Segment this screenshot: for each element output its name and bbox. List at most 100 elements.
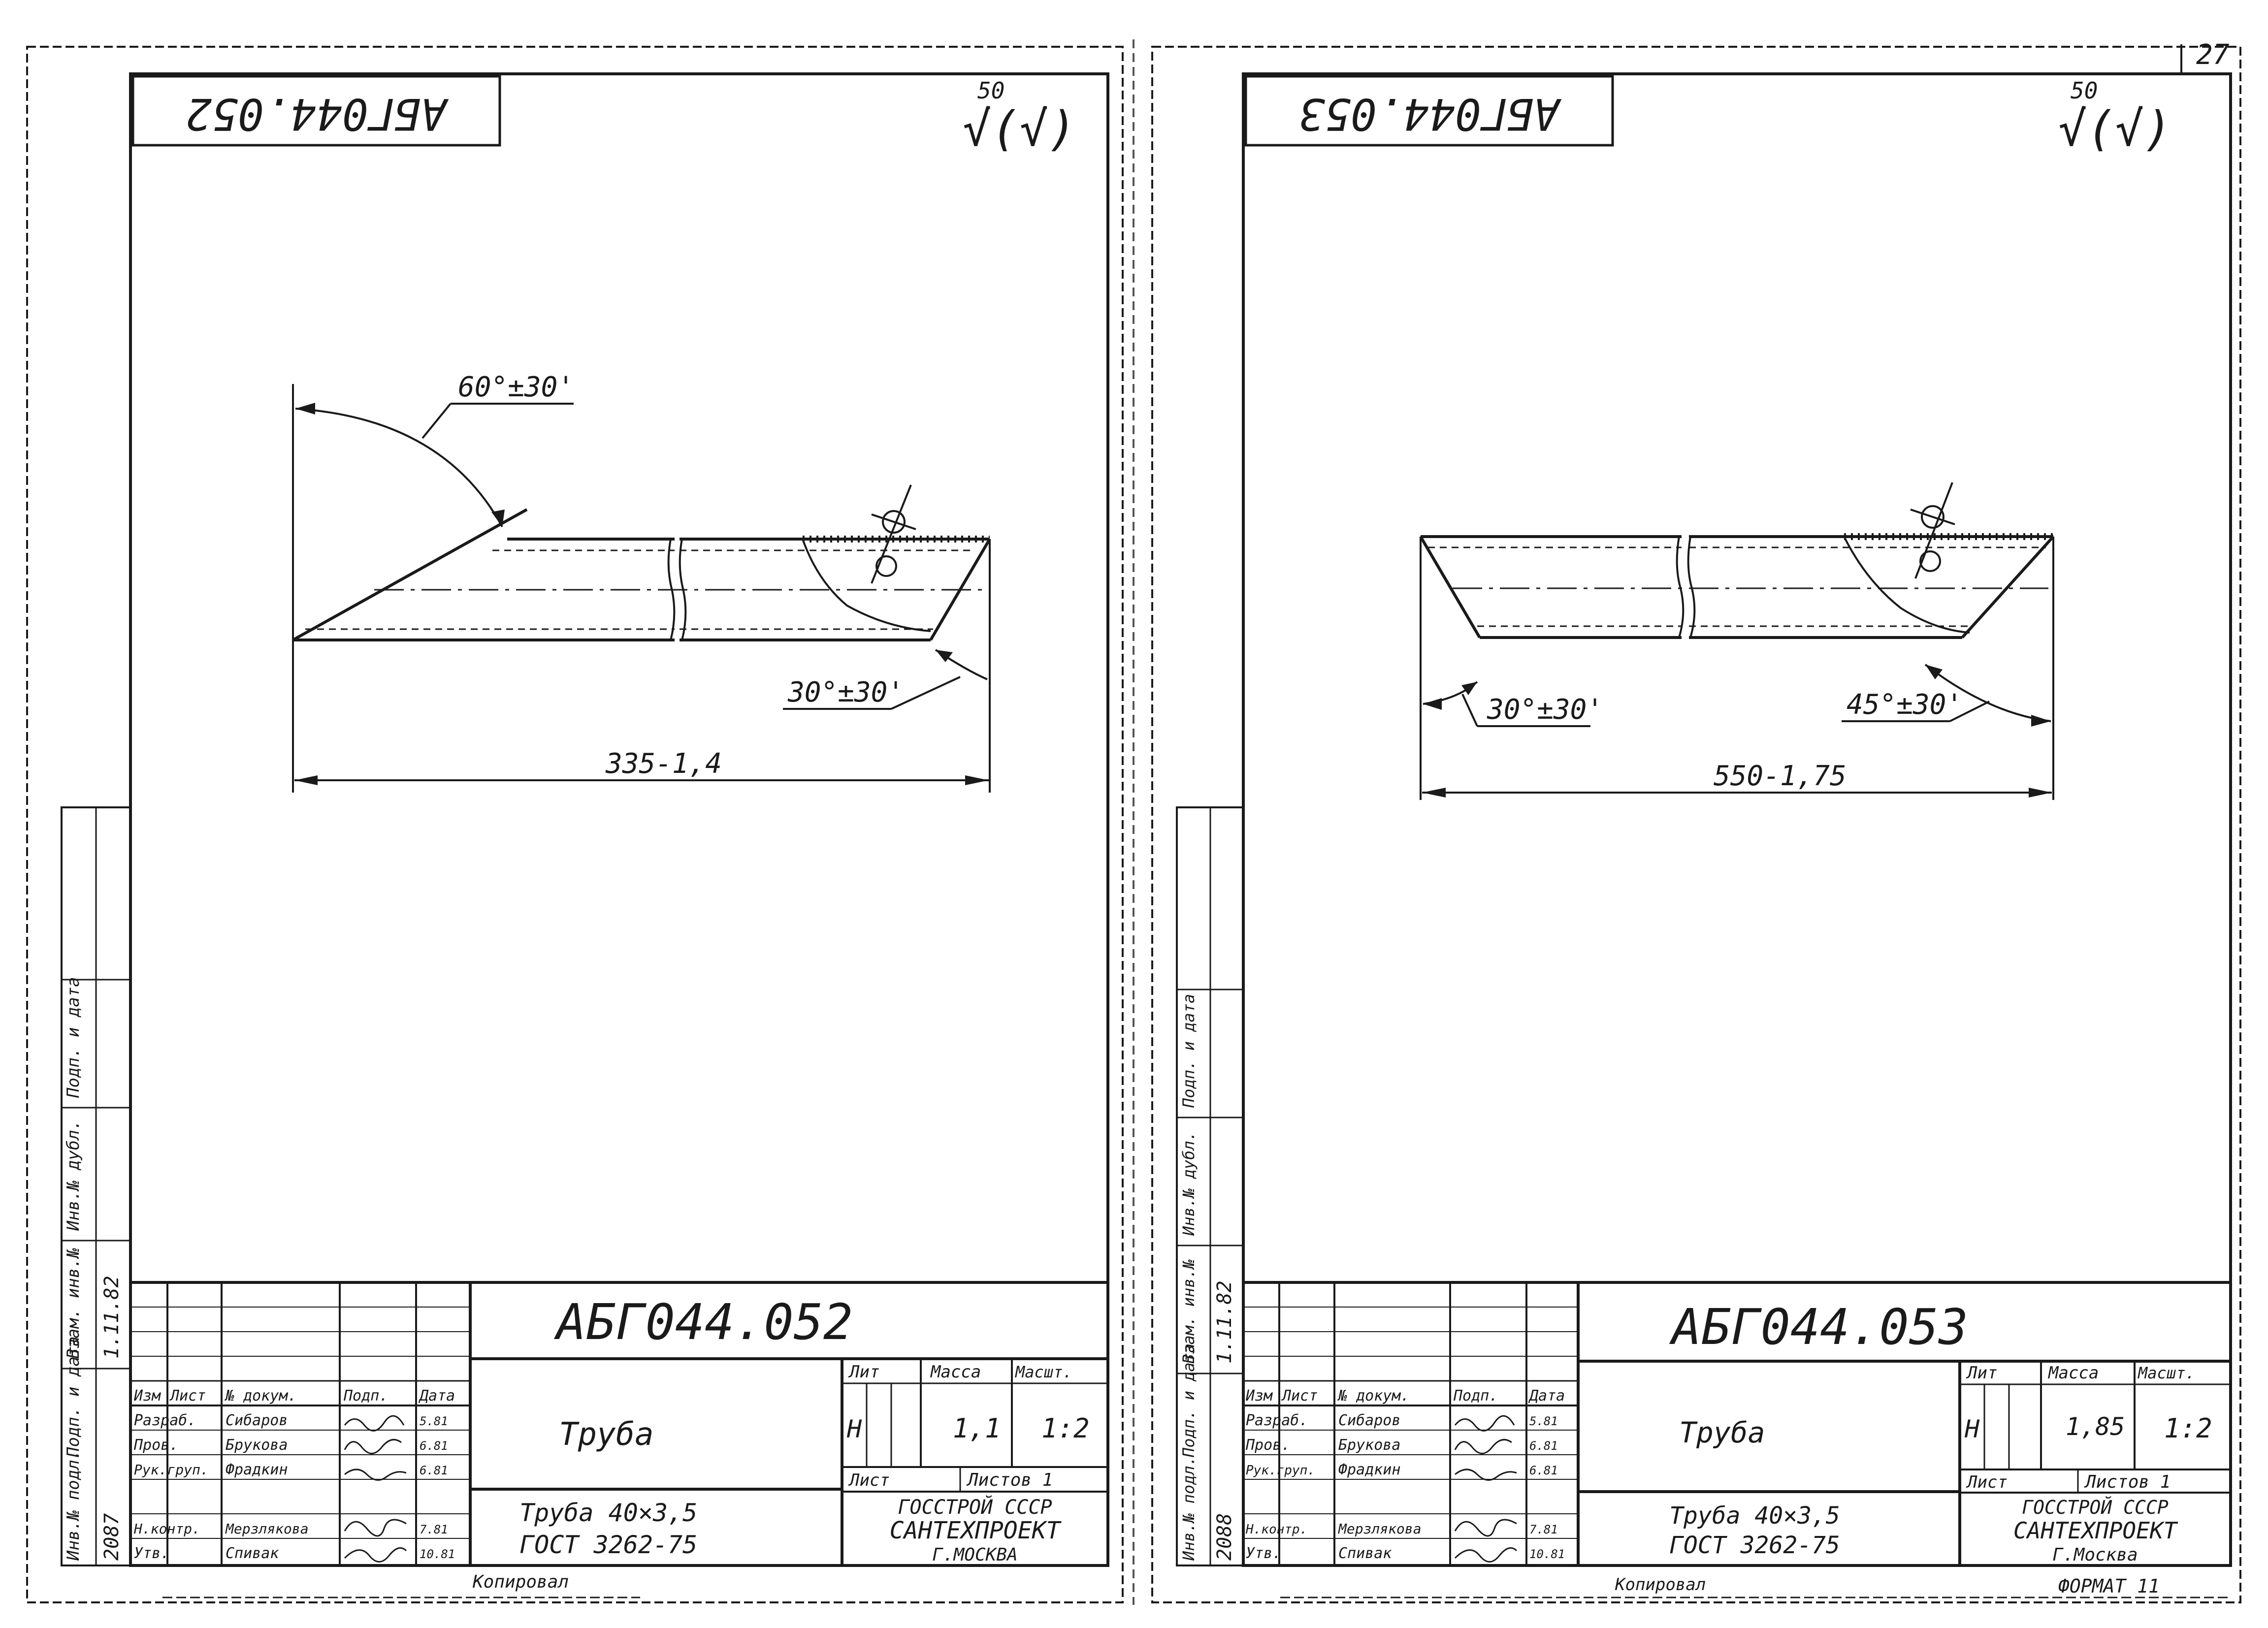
part-name: Труба: [1679, 1416, 1765, 1449]
sheets-label: Листов 1: [2084, 1472, 2171, 1492]
side-label-inv-dubl: Инв.№ дубл.: [64, 1120, 83, 1231]
stamp-code-inverted: АБГ044.052: [186, 89, 449, 139]
org-line-1: ГОССТРОЙ СССР: [2022, 1497, 2169, 1518]
sig-date-1: 6.81: [1529, 1439, 1558, 1453]
surface-roughness-mark: √(√): [963, 101, 1076, 157]
mass-value: 1,1: [953, 1413, 1001, 1444]
surface-roughness-mark: √(√): [2058, 101, 2172, 157]
sig-date-0: 5.81: [420, 1414, 448, 1428]
designation: АБГ044.052: [553, 1293, 853, 1351]
title-block: [129, 1281, 1109, 1567]
pipe-drawing: [1419, 482, 2055, 639]
sheets-label: Листов 1: [966, 1470, 1053, 1490]
part-name: Труба: [559, 1416, 654, 1453]
sig-role-1: Пров.: [1245, 1436, 1290, 1454]
pipe-drawing: [292, 484, 991, 641]
side-strip: [61, 806, 131, 1566]
sheet-divider: [1133, 39, 1134, 1605]
angle-left-label: 30°±30': [1487, 694, 1603, 726]
sig-role-0: Разраб.: [1246, 1412, 1308, 1429]
header-lit: Лит: [848, 1362, 879, 1382]
trim-border: [26, 46, 1124, 1603]
material-line-2: ГОСТ 3262-75: [519, 1531, 697, 1559]
header-scale: Масшт.: [2138, 1364, 2195, 1382]
rev-header-podp: Подп.: [343, 1387, 388, 1405]
sig-role-3: Н.контр.: [1245, 1522, 1307, 1537]
org-line-2: САНТЕХПРОЕКТ: [890, 1517, 1062, 1544]
header-mass: Масса: [930, 1362, 981, 1382]
rev-header-izm: Изм: [1245, 1387, 1273, 1405]
sheet-label: Лист: [848, 1470, 890, 1490]
org-line-3: Г.Москва: [2052, 1545, 2138, 1565]
side-label-podp-data-2: Подп. и дата: [64, 977, 83, 1098]
lit-value: Н: [1964, 1415, 1980, 1443]
sig-date-4: 10.81: [1529, 1547, 1565, 1561]
org-line-2: САНТЕХПРОЕКТ: [2013, 1517, 2178, 1544]
surface-value: 50: [2071, 77, 2098, 104]
sig-name-2: Фрадкин: [226, 1461, 288, 1478]
sig-name-3: Мерзлякова: [225, 1521, 309, 1537]
copy-label: Копировал: [1615, 1575, 1706, 1595]
sig-name-3: Мерзлякова: [1338, 1521, 1422, 1537]
surface-value: 50: [977, 77, 1004, 104]
sig-date-2: 6.81: [1529, 1464, 1558, 1477]
sig-name-1: Брукова: [1338, 1436, 1400, 1454]
drawing-sheet-left: АБГ044.052 50 √(√): [0, 0, 1133, 1628]
sig-date-0: 5.81: [1529, 1414, 1558, 1428]
page-number: 27: [2196, 39, 2230, 71]
inventory-number: 2087: [100, 1513, 123, 1561]
rev-header-data: Дата: [418, 1387, 455, 1405]
lit-value: Н: [846, 1415, 862, 1443]
header-mass: Масса: [2048, 1363, 2099, 1383]
angle-right-label: 45°±30': [1847, 689, 1963, 721]
side-label-inv-podl: Инв.№ подл.: [1179, 1456, 1198, 1561]
sig-role-3: Н.контр.: [133, 1521, 200, 1537]
right-sheet-graphics: 27 АБГ044.053 50 √(√): [1151, 39, 2241, 1603]
length-label: 335-1,4: [605, 748, 722, 780]
sign-date: 1.11.82: [1213, 1280, 1236, 1364]
material-line-1: Труба 40×3,5: [1669, 1502, 1840, 1530]
stamp-code-box: [1244, 75, 1614, 147]
sig-role-0: Разраб.: [134, 1412, 196, 1429]
title-block: [1242, 1281, 2232, 1567]
side-label-vzam-inv: Взам. инв.№: [64, 1248, 83, 1359]
stamp-code-inverted: АБГ044.053: [1298, 89, 1562, 139]
rev-header-list: Лист: [169, 1387, 206, 1405]
side-strip: [1176, 806, 1244, 1566]
material-line-1: Труба 40×3,5: [519, 1499, 697, 1527]
rev-header-data: Дата: [1528, 1387, 1565, 1405]
angle-top-label: 60°±30': [458, 371, 574, 403]
sig-date-1: 6.81: [420, 1439, 448, 1453]
copy-label: Копировал: [472, 1572, 569, 1592]
sign-date: 1.11.82: [100, 1276, 123, 1359]
sig-date-3: 7.81: [420, 1523, 448, 1536]
rev-header-podp: Подп.: [1453, 1387, 1498, 1405]
scale-value: 1:2: [1041, 1413, 1090, 1444]
sig-name-0: Сибаров: [226, 1412, 288, 1429]
sig-name-4: Спивак: [226, 1545, 279, 1562]
sheet-label: Лист: [1966, 1472, 2008, 1492]
trim-border: [1151, 46, 2241, 1603]
side-label-inv-dubl: Инв.№ дубл.: [1179, 1131, 1198, 1236]
rev-header-list: Лист: [1281, 1387, 1318, 1405]
dimensions: [292, 384, 991, 793]
sig-name-2: Фрадкин: [1338, 1461, 1400, 1478]
drawing-sheet-right: 27 АБГ044.053 50 √(√): [1133, 0, 2268, 1628]
handwritten-signatures: [344, 1415, 407, 1563]
header-scale: Масшт.: [1015, 1363, 1072, 1381]
sig-date-4: 10.81: [420, 1547, 455, 1561]
org-line-1: ГОССТРОЙ СССР: [898, 1495, 1052, 1519]
sig-role-4: Утв.: [1246, 1545, 1281, 1562]
side-label-podp-data-2: Подп. и дата: [1179, 994, 1198, 1108]
mass-value: 1,85: [2066, 1412, 2125, 1441]
length-label: 550-1,75: [1714, 760, 1847, 792]
angle-bottom-label: 30°±30': [787, 676, 904, 708]
dimensions: [1420, 537, 2054, 800]
scale-value: 1:2: [2164, 1413, 2212, 1444]
sig-role-2: Рук.груп.: [1246, 1463, 1315, 1478]
sig-role-2: Рук.груп.: [134, 1462, 209, 1478]
designation: АБГ044.053: [1669, 1298, 1968, 1356]
rev-header-doc: № докум.: [225, 1387, 297, 1405]
header-lit: Лит: [1966, 1363, 1997, 1383]
sig-name-4: Спивак: [1338, 1545, 1392, 1562]
